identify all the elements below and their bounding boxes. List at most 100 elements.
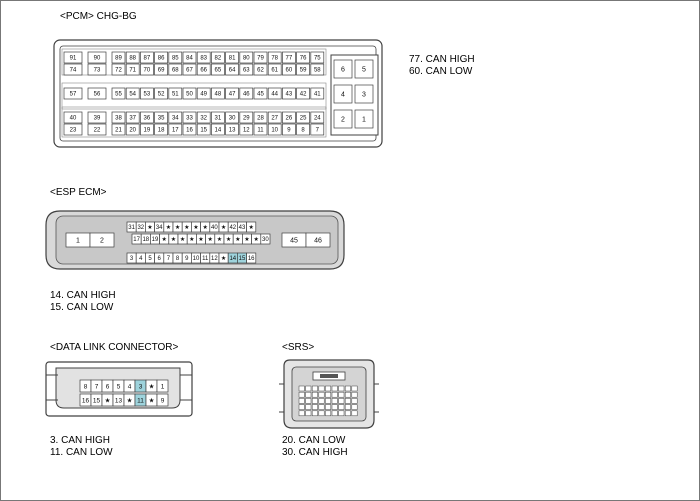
esp-side-pin-cell [89,232,115,248]
pcm-pin-label: 90 [94,56,101,62]
pcm-pin-cell [168,111,183,124]
dlc-pin-label: 6 [106,383,110,390]
pcm-pin-label: 28 [257,116,264,122]
pcm-side-pin-cell [354,84,374,104]
esp-pin-label: 18 [142,237,149,243]
pcm-side-pin-cell [354,109,374,129]
srs-pin-cavity [311,385,318,392]
dlc-clips [46,374,192,401]
srs-pin-cavity [344,398,351,404]
pcm-pin-label: 25 [300,116,307,122]
pcm-pin-label: 32 [200,116,207,122]
pcm-pin-label: 23 [70,128,77,134]
esp-pin-label: ★ [254,236,259,243]
pcm-pin-label: 56 [94,92,101,98]
pcm-side-pin-label: 5 [362,67,366,74]
pcm-pin-cell [225,87,239,100]
esp-side-pin-label: 1 [76,238,80,245]
pcm-pin-cell [253,123,268,136]
pcm-pin-label: 48 [215,92,222,98]
pcm-pin-cell [111,87,126,100]
pcm-pin-cell [63,51,83,64]
srs-pin-cavity [298,385,305,392]
pcm-pin-cell [282,111,296,124]
pcm-pin-label: 47 [229,92,236,98]
pcm-pin-label: 70 [144,68,151,74]
pcm-pin-cell [154,123,168,136]
pcm-pin-cell [182,87,197,100]
pcm-pin-cell [168,123,183,136]
pcm-pin-cell [140,123,154,136]
esp-pin-label: 43 [239,225,246,231]
pcm-pin-label: 71 [129,68,136,74]
pcm-pin-label: 11 [257,128,264,134]
srs-latch-slot [320,374,338,378]
srs-notes: 20. CAN LOW 30. CAN HIGH [282,435,348,459]
esp-pin-label: 32 [137,225,144,231]
pcm-pin-cell [111,63,126,76]
srs-pin-cavity [318,404,325,410]
dlc-pin-cell [156,379,169,393]
srs-pin-cavity [351,385,358,392]
esp-pin-label: ★ [166,224,171,231]
esp-pin-label: ★ [171,236,176,243]
esp-pin-label: 7 [167,256,171,262]
pcm-pin-label: 65 [215,68,222,74]
dlc-pin-label: 11 [137,397,144,404]
dlc-pin-cell [156,393,169,407]
pcm-pin-label: 38 [115,116,122,122]
pcm-note-can-high: 77. CAN HIGH [409,54,475,65]
pcm-pin-label: 79 [257,56,264,62]
pcm-pin-cell [253,87,268,100]
pcm-pin-cell [182,123,197,136]
pcm-pin-label: 8 [301,128,305,134]
esp-pin-cell [246,221,257,233]
srs-pin-cavity [318,385,325,392]
pcm-pin-cell [296,63,310,76]
pcm-pin-cell [267,87,282,100]
pcm-pin-label: 46 [243,92,250,98]
pcm-side-pin-label: 4 [341,92,345,99]
srs-pin-cavity [318,410,325,417]
pcm-pin-label: 27 [271,116,278,122]
pcm-pin-label: 31 [215,116,222,122]
esp-pin-label: ★ [184,224,189,231]
pcm-pin-cell [253,111,268,124]
pcm-pin-label: 41 [314,92,321,98]
srs-pin-cavity [318,398,325,404]
pcm-pin-label: 16 [186,128,193,134]
pcm-pin-label: 81 [229,56,236,62]
srs-pin-cavity [311,404,318,410]
dlc-pin-label: 7 [95,383,99,390]
dlc-note-can-high: 3. CAN HIGH [50,435,111,446]
esp-pin-label: 34 [156,225,163,231]
pcm-note-can-low: 60. CAN LOW [409,66,473,77]
pcm-pin-cell [125,87,140,100]
pcm-side-pin-label: 2 [341,117,345,124]
pcm-pin-cell [296,111,310,124]
pcm-pin-label: 78 [271,56,278,62]
esp-pin-label: ★ [198,236,203,243]
srs-clips [279,383,379,413]
esp-pin-label: 14 [229,256,236,262]
pcm-pin-cell [87,63,107,76]
pcm-pin-cell [196,63,211,76]
pcm-pin-label: 85 [172,56,179,62]
pcm-pin-label: 15 [200,128,207,134]
pcm-pin-cell [253,63,268,76]
pcm-pin-label: 91 [70,56,77,62]
esp-pin-label: 11 [202,256,209,262]
pcm-pin-label: 21 [115,128,122,134]
pcm-pin-label: 33 [186,116,193,122]
esp-pin-label: 4 [139,256,143,262]
esp-note-can-high: 14. CAN HIGH [50,290,116,301]
pcm-pin-label: 61 [271,68,278,74]
pcm-pin-label: 39 [94,116,101,122]
esp-pin-label: 30 [262,237,269,243]
dlc-pin-label: 15 [93,397,101,404]
